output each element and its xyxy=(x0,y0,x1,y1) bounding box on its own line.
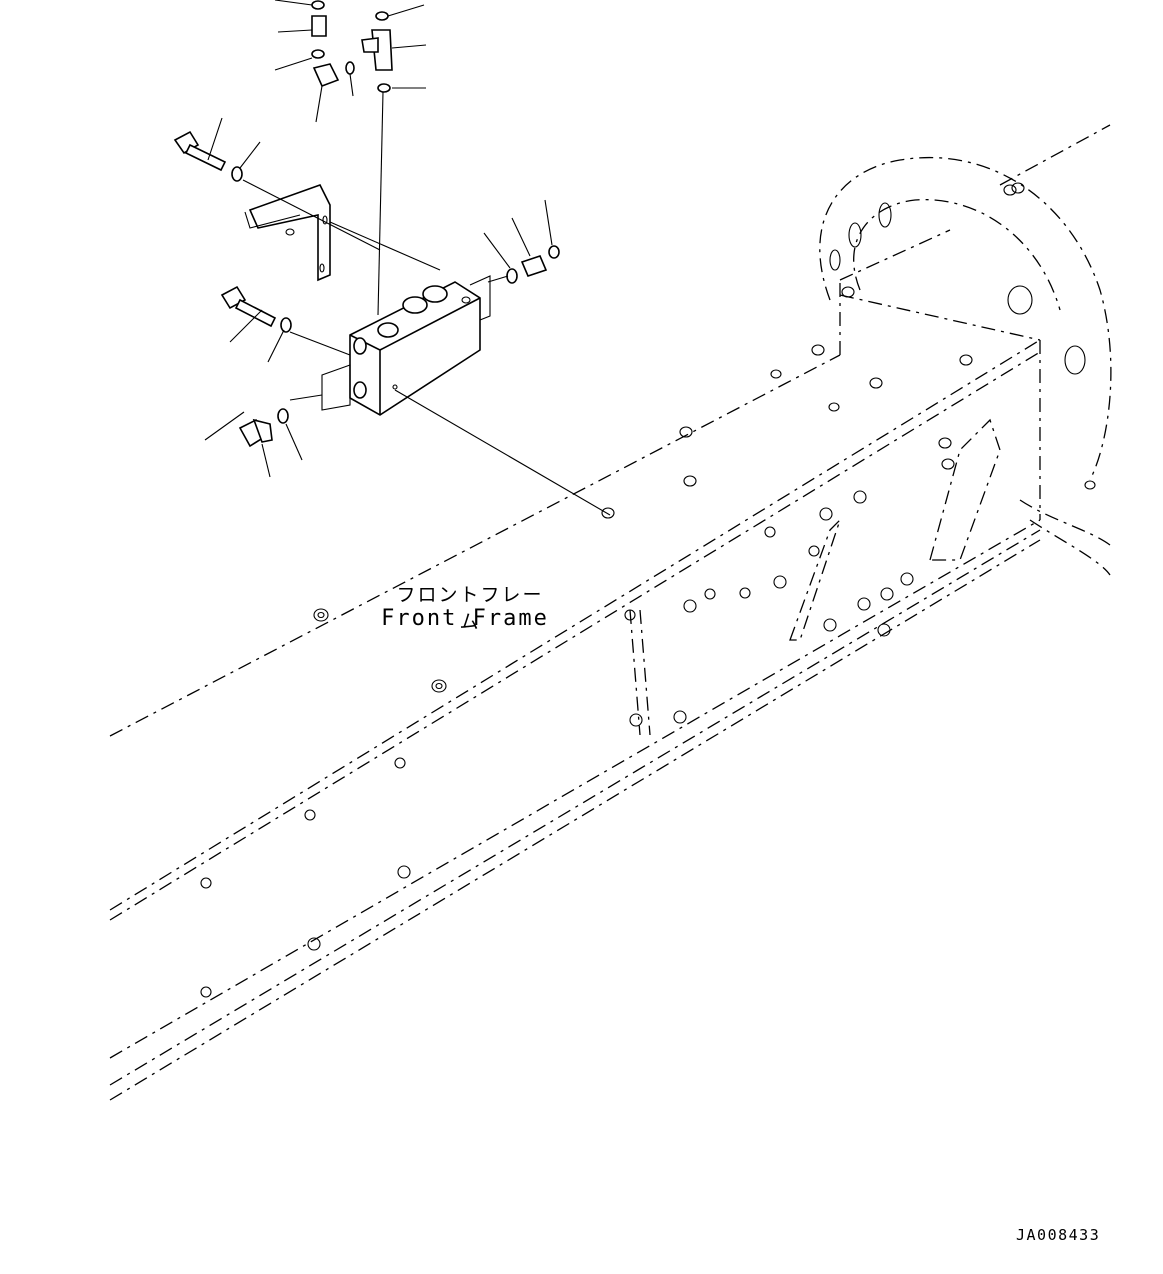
mounting-bracket xyxy=(244,184,331,282)
frame-bosses xyxy=(200,182,1025,998)
leader-lines xyxy=(204,0,553,478)
front-frame-label-jp: フロントフレーム xyxy=(396,584,544,633)
front-frame-label-en: Front Frame xyxy=(381,606,549,631)
articulation-ring xyxy=(819,156,1112,576)
frame-rib-plates xyxy=(629,418,1001,736)
frame-top-plate xyxy=(839,229,1041,341)
drawing-id: JA008433 xyxy=(1016,1226,1101,1244)
frame-side-rails xyxy=(109,124,1111,1101)
bolts-washers xyxy=(173,130,292,333)
assembly-center-lines xyxy=(242,91,611,516)
valve-block xyxy=(321,275,491,416)
